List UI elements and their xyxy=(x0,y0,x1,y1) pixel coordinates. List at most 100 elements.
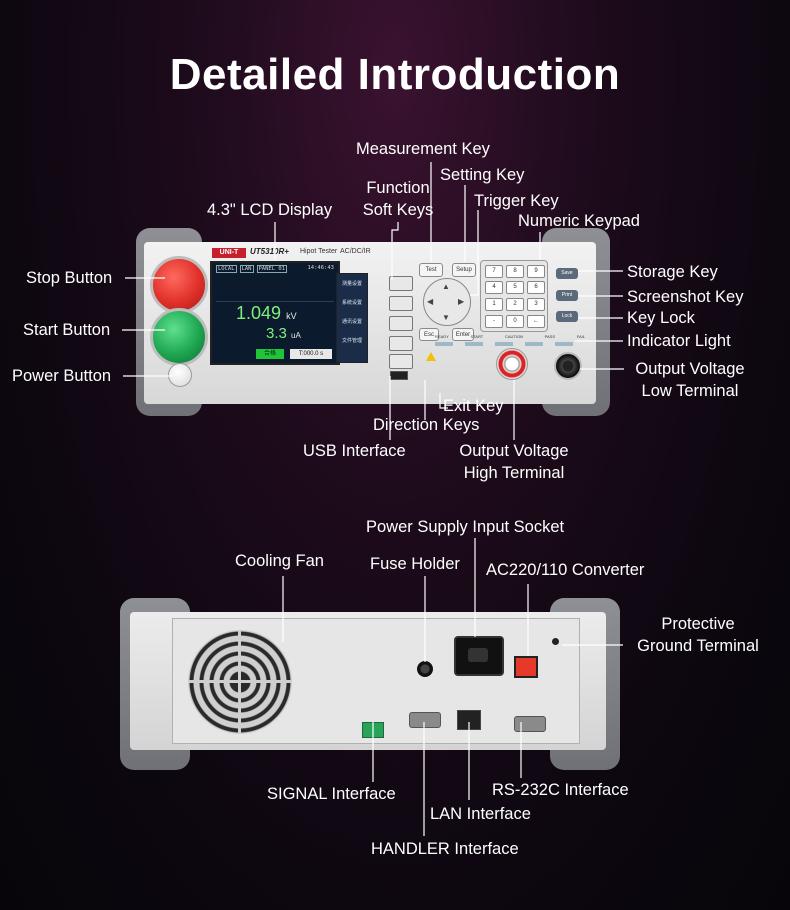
lcd-current: 3.3 uA xyxy=(266,325,301,342)
label-output-high-2: High Terminal xyxy=(463,464,565,482)
warning-icon xyxy=(426,352,436,361)
label-usb-interface: USB Interface xyxy=(303,442,406,460)
lcd-tab-lan: LAN xyxy=(239,265,254,273)
fan-spoke-vertical xyxy=(238,630,241,734)
num-key[interactable]: 9 xyxy=(527,265,545,278)
label-power-button: Power Button xyxy=(12,367,112,385)
label-setting-key: Setting Key xyxy=(440,166,525,184)
lcd-tab-panel: PANEL 01 xyxy=(256,265,287,273)
label-function: Function xyxy=(366,179,430,197)
label-output-low-2: Low Terminal xyxy=(641,382,739,400)
model-name: UT5310R+ xyxy=(250,247,289,256)
lcd-voltage-unit: kV xyxy=(286,311,297,321)
label-rs232-interface: RS-232C Interface xyxy=(492,781,629,799)
arrow-left-icon[interactable]: ◀ xyxy=(427,297,434,306)
num-key[interactable]: 3 xyxy=(527,298,545,311)
num-key[interactable]: - xyxy=(485,315,503,328)
label-numeric-keypad: Numeric Keypad xyxy=(518,212,640,230)
callout-line-exit xyxy=(439,393,448,409)
power-button[interactable] xyxy=(168,363,192,387)
esc-key[interactable]: Esc xyxy=(419,328,439,341)
lcd-display: LOCAL LAN PANEL 01 14:46:43 1.049 kV 3.3… xyxy=(210,261,340,365)
label-fuse-holder: Fuse Holder xyxy=(370,555,460,573)
label-indicator-light: Indicator Light xyxy=(627,332,731,350)
label-converter: AC220/110 Converter xyxy=(486,561,645,579)
num-key[interactable]: 2 xyxy=(506,298,524,311)
page-title: Detailed Introduction xyxy=(169,50,621,99)
lcd-voltage: 1.049 kV xyxy=(236,303,297,324)
output-low-terminal[interactable] xyxy=(554,352,582,380)
fuse-holder[interactable] xyxy=(417,661,433,677)
lcd-time: 14:46:43 xyxy=(307,265,335,271)
soft-key-f3[interactable] xyxy=(389,316,413,331)
num-key[interactable]: 8 xyxy=(506,265,524,278)
label-lcd-display: 4.3" LCD Display xyxy=(207,201,333,219)
print-key[interactable]: Print xyxy=(556,290,578,301)
handler-port[interactable] xyxy=(409,712,441,728)
arrow-down-icon[interactable]: ▼ xyxy=(442,313,450,322)
label-stop-button: Stop Button xyxy=(26,269,113,287)
save-key[interactable]: Save xyxy=(556,268,578,279)
callout-line-trigger xyxy=(470,210,479,296)
label-start-button: Start Button xyxy=(23,321,111,339)
label-exit-key: Exit Key xyxy=(443,397,504,415)
power-socket[interactable] xyxy=(454,636,504,676)
lcd-info-lines xyxy=(216,277,334,302)
output-high-terminal[interactable] xyxy=(496,348,528,380)
indicator-caution: CAUTION xyxy=(504,334,523,339)
soft-key-f2[interactable] xyxy=(389,296,413,311)
numeric-keypad: 7 8 9 4 5 6 1 2 3 - 0 ← xyxy=(480,260,548,332)
mode-label: AC/DC/IR xyxy=(340,248,371,255)
test-key[interactable]: Test xyxy=(419,263,443,277)
soft-key-f4[interactable] xyxy=(389,336,413,351)
lcd-softkey-label: 测量设置 xyxy=(341,281,362,287)
num-key[interactable]: 4 xyxy=(485,281,503,294)
soft-key-f5[interactable] xyxy=(389,354,413,369)
num-key[interactable]: 1 xyxy=(485,298,503,311)
cooling-fan xyxy=(188,630,292,734)
label-direction-keys: Direction Keys xyxy=(373,416,480,434)
arrow-up-icon[interactable]: ▲ xyxy=(442,282,450,291)
label-screenshot-key: Screenshot Key xyxy=(627,288,744,306)
lcd-softkey-label: 系统设置 xyxy=(341,300,362,306)
indicator-start: START xyxy=(470,334,484,339)
label-trigger-key: Trigger Key xyxy=(474,192,559,210)
front-panel-device: UNI-T UT5310R+ Hipot Tester AC/DC/IR LOC… xyxy=(130,228,610,418)
protective-ground-terminal[interactable] xyxy=(552,638,559,645)
lcd-result: 合格 xyxy=(256,349,284,359)
label-ground-terminal: Ground Terminal xyxy=(637,637,759,655)
enter-key[interactable]: Enter xyxy=(452,328,474,341)
label-lan-interface: LAN Interface xyxy=(430,805,531,823)
voltage-converter-switch[interactable] xyxy=(514,656,538,678)
label-measurement-key: Measurement Key xyxy=(356,140,490,158)
label-handler-interface: HANDLER Interface xyxy=(371,840,519,858)
setup-key[interactable]: Setup xyxy=(452,263,476,277)
num-key[interactable]: 0 xyxy=(506,315,524,328)
lcd-tab-local: LOCAL xyxy=(216,265,237,273)
direction-keys[interactable]: ▲ ▼ ◀ ▶ xyxy=(423,278,471,326)
indicator-pass: PASS xyxy=(544,334,556,339)
rear-panel-device xyxy=(120,594,620,774)
socket-pins xyxy=(468,648,488,662)
stop-button[interactable] xyxy=(150,256,208,314)
rs232-port[interactable] xyxy=(514,716,546,732)
arrow-right-icon[interactable]: ▶ xyxy=(458,297,465,306)
num-key[interactable]: 7 xyxy=(485,265,503,278)
lock-key[interactable]: Lock xyxy=(556,311,578,322)
callout-line-softkeys xyxy=(391,222,399,280)
indicator-fail: FAIL xyxy=(576,334,585,339)
label-soft-keys: Soft Keys xyxy=(362,201,434,219)
lcd-softkey-label: 文件管理 xyxy=(341,338,362,344)
lcd-softkey-label: 通讯设置 xyxy=(341,319,362,325)
num-key[interactable]: ← xyxy=(527,315,545,328)
usb-port[interactable] xyxy=(390,371,408,380)
soft-key-f1[interactable] xyxy=(389,276,413,291)
indicator-row: READY START CAUTION PASS FAIL xyxy=(435,334,585,344)
num-key[interactable]: 5 xyxy=(506,281,524,294)
indicator-ready: READY xyxy=(435,334,449,339)
label-storage-key: Storage Key xyxy=(627,263,718,281)
label-cooling-fan: Cooling Fan xyxy=(235,552,324,570)
indicator-lights xyxy=(435,342,585,346)
num-key[interactable]: 6 xyxy=(527,281,545,294)
